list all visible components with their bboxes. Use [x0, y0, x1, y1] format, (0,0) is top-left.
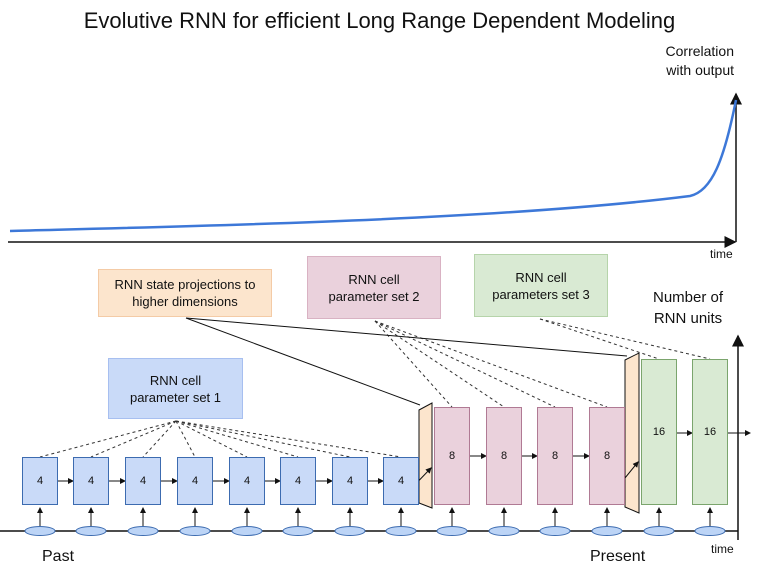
param-set-1-box: RNN cell parameter set 1 — [108, 358, 243, 419]
param-set-1-line-1: RNN cell — [149, 372, 202, 388]
param-set-1-link — [175, 420, 402, 458]
rnn-cell-blue: 4 — [280, 457, 316, 505]
input-node — [539, 526, 571, 536]
projection-annotation-line-2: higher dimensions — [132, 294, 238, 309]
input-node — [385, 526, 417, 536]
param-set-2-link — [374, 320, 556, 408]
param-set-1-line-2: parameter set 1 — [129, 389, 222, 405]
param-set-1-link — [39, 420, 177, 458]
curve-time-label: time — [710, 247, 733, 261]
rnn-cell-blue: 4 — [22, 457, 58, 505]
param-set-3-link — [539, 318, 711, 360]
timeline-time-label: time — [711, 542, 734, 556]
input-node — [694, 526, 726, 536]
units-axis-line-2: RNN units — [653, 310, 723, 327]
rnn-cell-pink: 8 — [589, 407, 625, 505]
units-axis-label: Number of RNN units — [636, 287, 740, 329]
param-set-1-link — [175, 420, 248, 458]
diagram-title: Evolutive RNN for efficient Long Range D… — [83, 8, 676, 33]
past-label: Past — [42, 548, 75, 565]
input-node — [282, 526, 314, 536]
rnn-cell-blue: 4 — [73, 457, 109, 505]
correlation-curve — [9, 99, 738, 233]
param-set-2-line-1: RNN cell — [348, 271, 400, 287]
input-node — [75, 526, 107, 536]
input-node — [488, 526, 520, 536]
param-set-3-line-2: parameters set 3 — [492, 286, 590, 302]
units-axis-line-1: Number of — [652, 289, 724, 306]
param-set-1-link — [90, 420, 177, 458]
param-set-2-link — [374, 320, 505, 408]
rnn-cell-blue: 4 — [383, 457, 419, 505]
param-set-1-link — [175, 420, 351, 458]
correlation-axis-label: Correlation with output — [642, 42, 734, 80]
input-node — [643, 526, 675, 536]
param-set-2-line-2: parameter set 2 — [328, 288, 420, 304]
param-set-2-link — [374, 320, 453, 408]
projection-link — [185, 317, 421, 406]
rnn-cell-green: 16 — [692, 359, 728, 505]
input-node — [179, 526, 211, 536]
projection-annotation-line-1: RNN state projections to — [114, 277, 256, 292]
correlation-label-line-2: with output — [666, 62, 734, 78]
input-node — [231, 526, 263, 536]
param-set-2-link — [374, 320, 608, 408]
rnn-cell-blue: 4 — [125, 457, 161, 505]
input-node — [436, 526, 468, 536]
param-set-3-link — [539, 318, 660, 360]
param-set-1-link — [175, 420, 196, 458]
rnn-cell-pink: 8 — [486, 407, 522, 505]
present-label: Present — [590, 548, 646, 565]
rnn-cell-pink: 8 — [434, 407, 470, 505]
rnn-cell-blue: 4 — [177, 457, 213, 505]
param-set-2-box: RNN cell parameter set 2 — [307, 256, 441, 319]
projection-link — [185, 317, 628, 357]
input-node — [127, 526, 159, 536]
input-node — [591, 526, 623, 536]
projection-block — [418, 402, 433, 509]
projection-annotation-box: RNN state projections to higher dimensio… — [98, 269, 272, 317]
projection-block — [624, 352, 640, 514]
param-set-3-box: RNN cell parameters set 3 — [474, 254, 608, 317]
rnn-cell-green: 16 — [641, 359, 677, 505]
input-node — [334, 526, 366, 536]
rnn-cell-blue: 4 — [229, 457, 265, 505]
param-set-1-link — [142, 420, 177, 458]
input-node — [24, 526, 56, 536]
correlation-label-line-1: Correlation — [665, 43, 734, 59]
rnn-cell-blue: 4 — [332, 457, 368, 505]
rnn-cell-pink: 8 — [537, 407, 573, 505]
param-set-3-line-1: RNN cell — [515, 269, 567, 285]
